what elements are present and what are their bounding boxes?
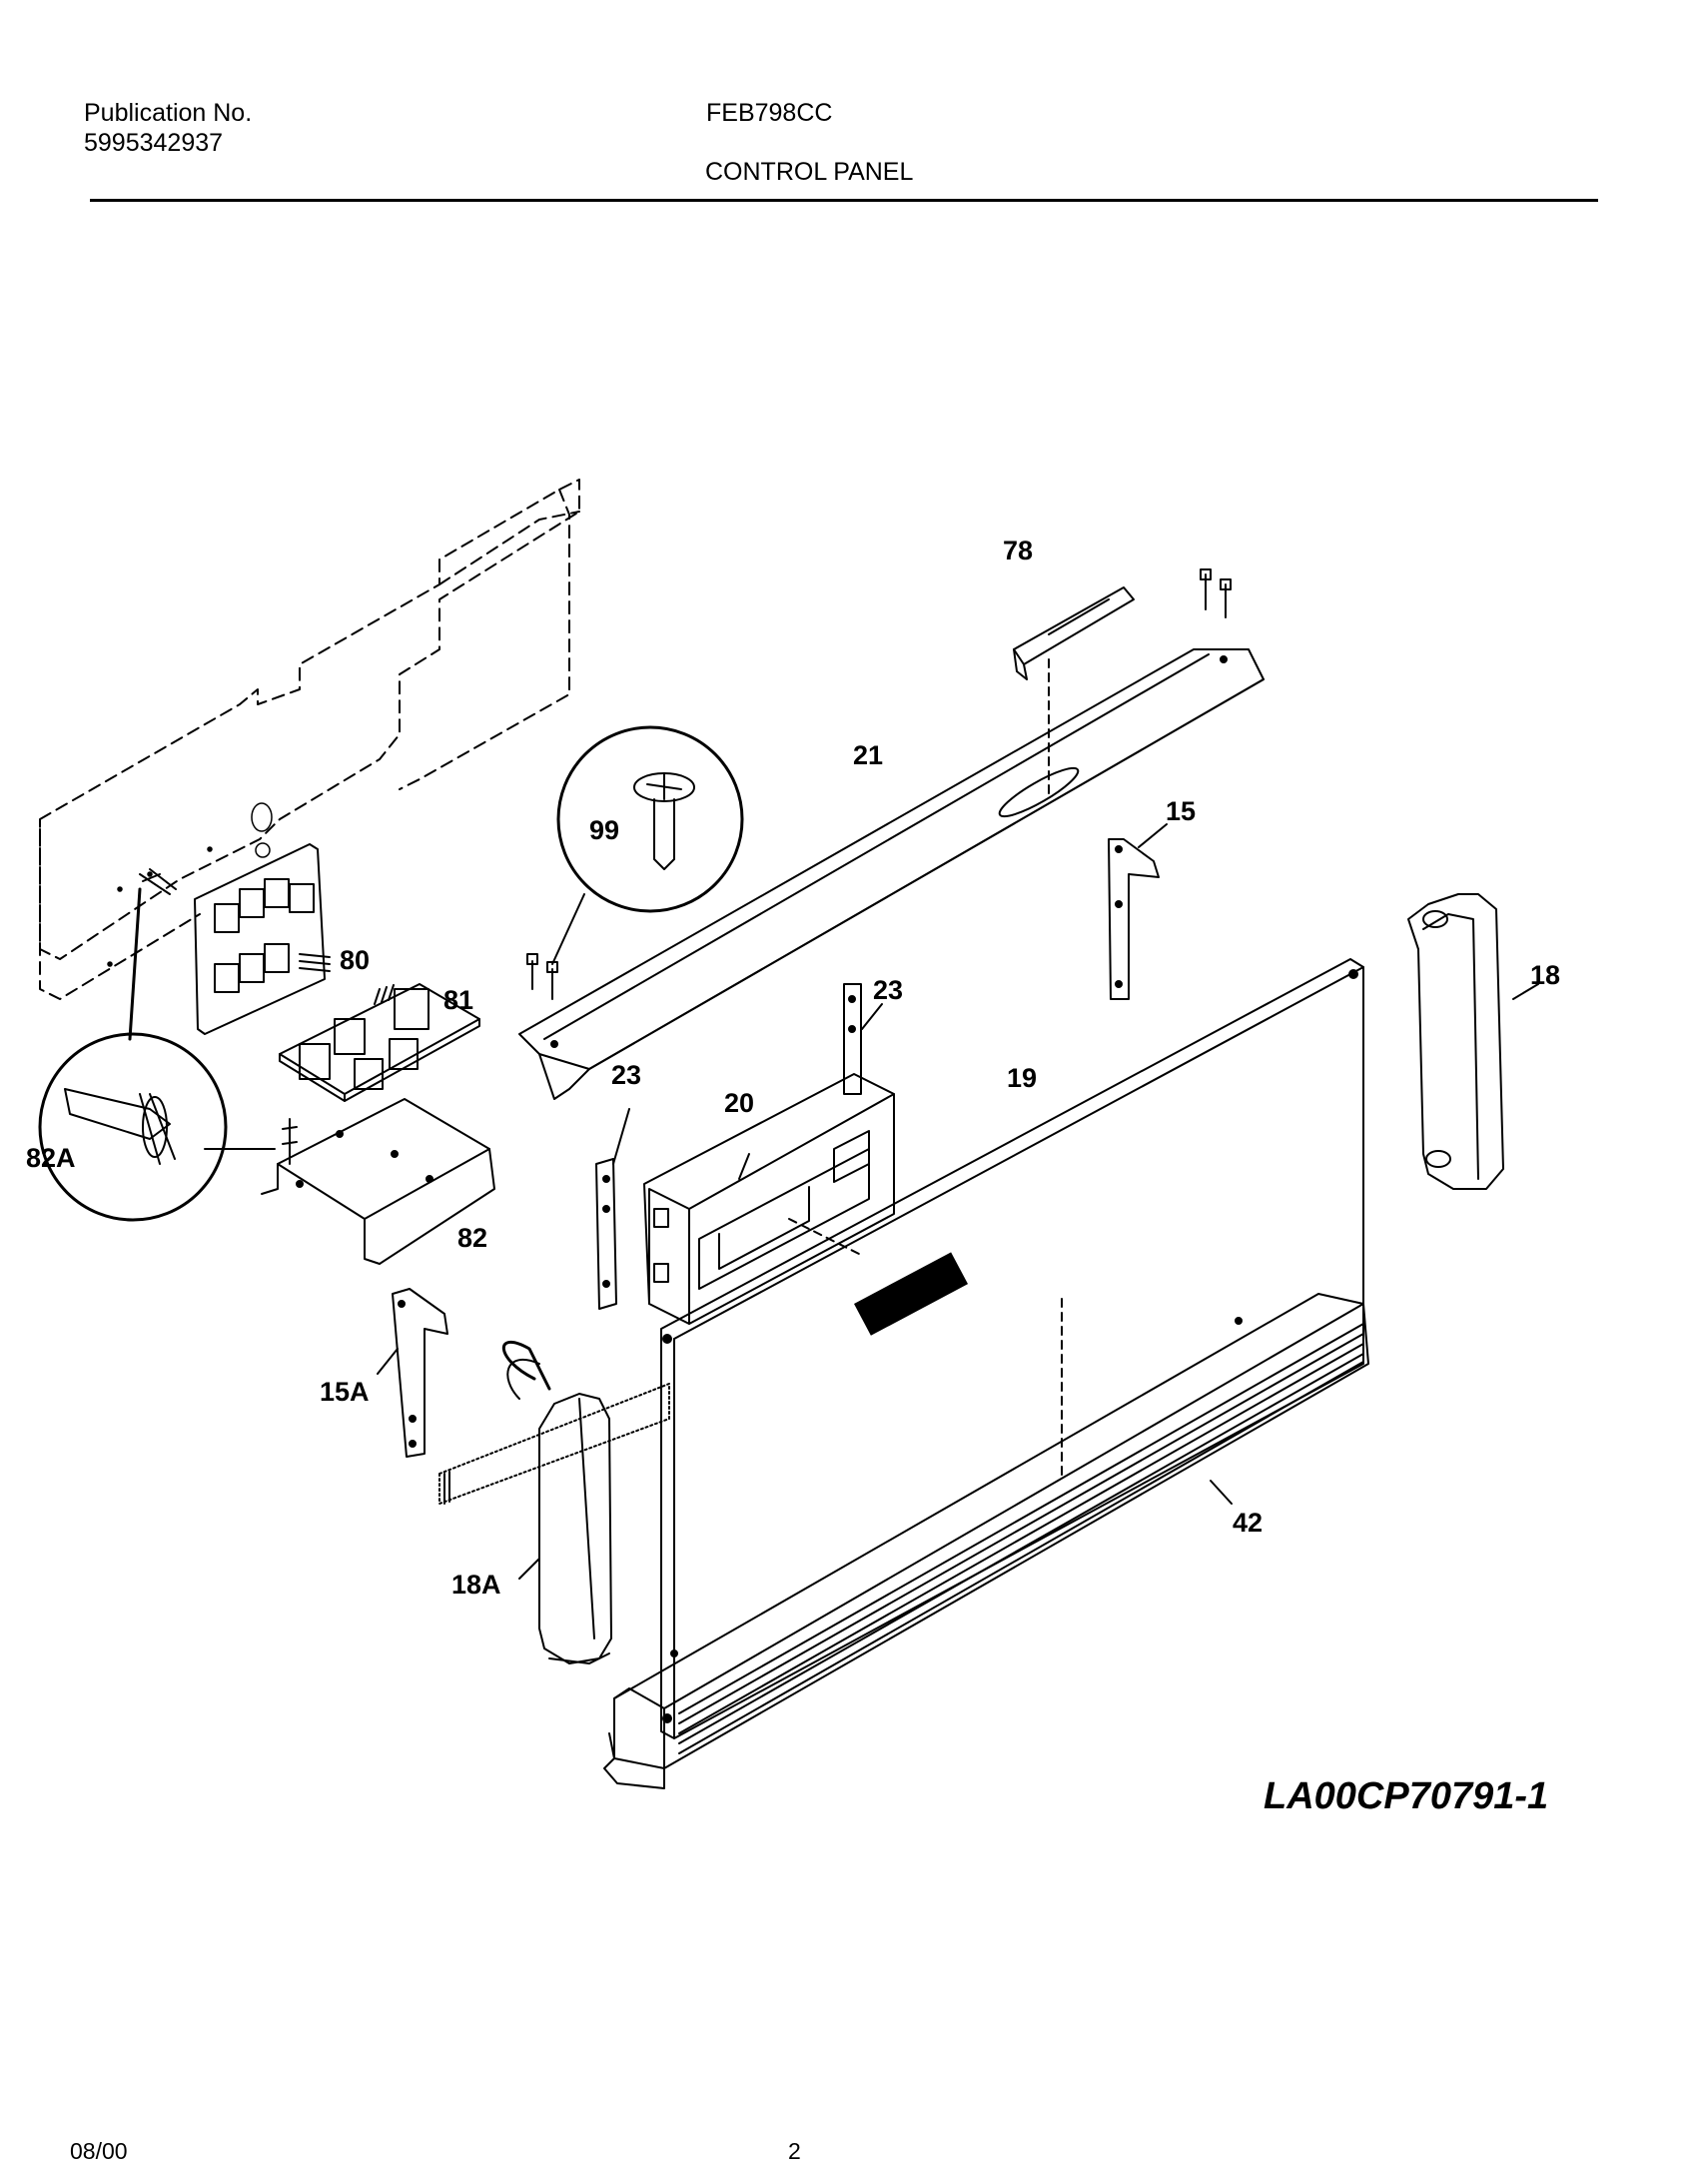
electronic-control-20	[643, 1073, 895, 1325]
callout-18: 18	[1530, 960, 1560, 990]
bottom-rail-42	[603, 1293, 1369, 1789]
model-number: FEB798CC	[706, 99, 833, 127]
end-cap-18a	[538, 1393, 612, 1664]
footer-page-number: 2	[788, 2138, 801, 2164]
publication-number: 5995342937	[84, 129, 224, 157]
callout-15: 15	[1166, 796, 1196, 826]
inset-circle-82a	[38, 1032, 228, 1222]
callout-42: 42	[1233, 1508, 1263, 1538]
callout-18a: 18A	[451, 1570, 501, 1600]
relay-board-80	[194, 843, 331, 1035]
section-title: CONTROL PANEL	[705, 158, 914, 186]
back-panel-dashed	[39, 479, 580, 1000]
ribbon-cable	[438, 1341, 670, 1505]
bracket-23-left	[595, 1158, 617, 1310]
mounting-tray-82	[261, 1098, 495, 1265]
control-overlay-19	[660, 958, 1364, 1739]
publication-label: Publication No.	[84, 99, 253, 127]
callout-82: 82	[457, 1223, 487, 1253]
callout-15a: 15A	[320, 1377, 370, 1407]
drawing-code: LA00CP70791-1	[1264, 1775, 1548, 1817]
bracket-15a	[392, 1288, 448, 1458]
callout-80: 80	[340, 945, 370, 975]
callout-78: 78	[1003, 536, 1033, 565]
back-panel-holes	[107, 802, 273, 967]
callout-19: 19	[1007, 1063, 1037, 1093]
callout-82a: 82A	[26, 1143, 76, 1173]
end-cap-18	[1407, 893, 1504, 1190]
callout-20: 20	[724, 1088, 754, 1118]
footer-date: 08/00	[70, 2138, 128, 2164]
header-rule	[90, 199, 1598, 202]
relay-board-81	[279, 983, 480, 1102]
standoff-pin-82a-mounted	[139, 868, 177, 895]
knob-78	[1013, 586, 1135, 680]
control-panel-top-trim-21	[518, 648, 1265, 1100]
callout-21: 21	[853, 740, 883, 770]
bracket-15	[1108, 838, 1160, 1000]
standoff-pin-82a-tray	[282, 1118, 298, 1165]
callout-81: 81	[443, 985, 473, 1015]
callout-23-left: 23	[611, 1060, 641, 1090]
callout-23-right: 23	[873, 975, 903, 1005]
screws-21-right	[1200, 568, 1232, 618]
bracket-23-right	[843, 983, 862, 1095]
callout-99: 99	[589, 815, 619, 845]
inset-circle-99	[556, 725, 744, 913]
